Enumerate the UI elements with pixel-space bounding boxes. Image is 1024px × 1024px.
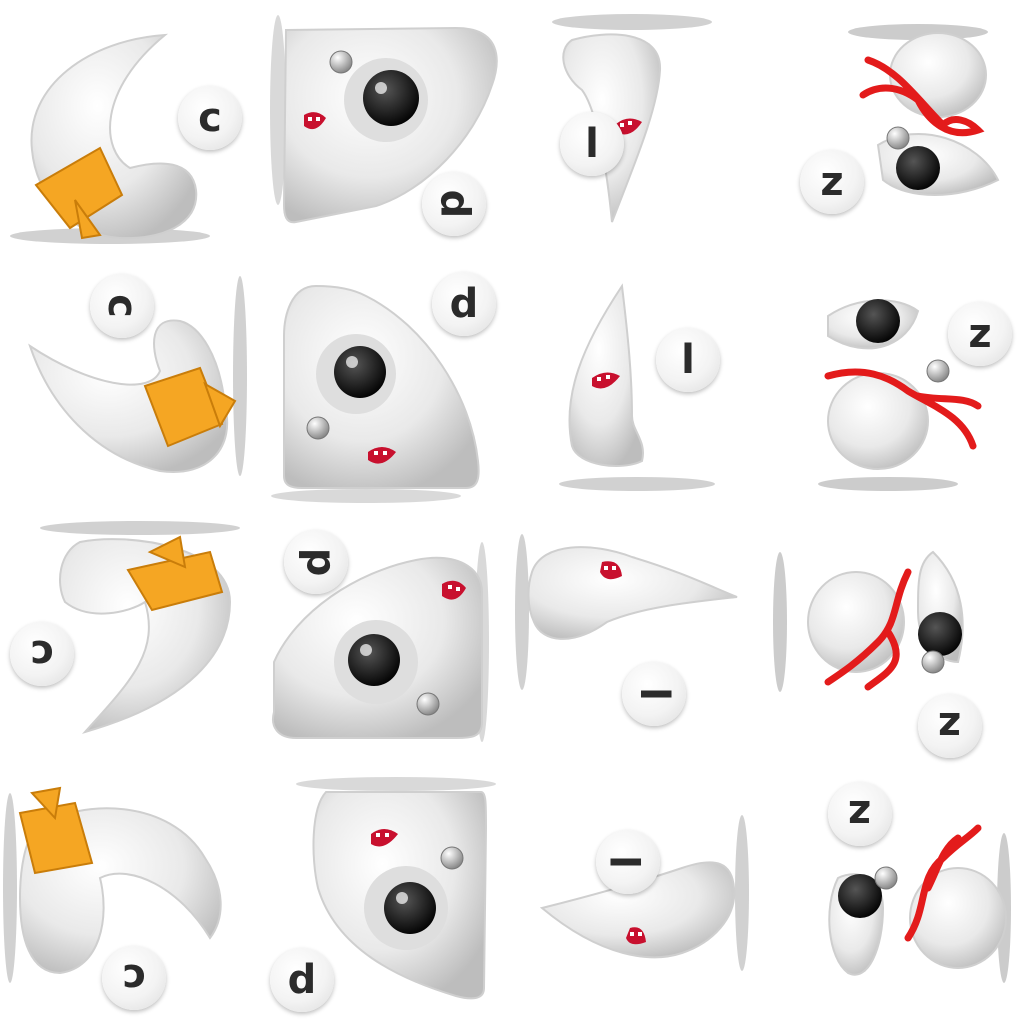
sprite-d-r1: d xyxy=(256,256,512,512)
letter-bubble: z xyxy=(800,150,864,214)
z-character-art xyxy=(773,550,964,692)
letter-glyph: l xyxy=(605,855,651,869)
l-character-art xyxy=(552,14,712,223)
letter-bubble: d xyxy=(270,948,334,1012)
letter-bubble: c xyxy=(90,274,154,338)
sprite-d-r3: d xyxy=(256,768,512,1024)
c-character-art xyxy=(28,276,247,476)
letter-bubble: d xyxy=(432,272,496,336)
letter-glyph: z xyxy=(938,703,962,749)
letter-glyph: d xyxy=(287,957,317,1003)
letter-bubble: d xyxy=(422,172,486,236)
c-character-art xyxy=(3,786,222,983)
letter-glyph: c xyxy=(198,95,222,141)
sprite-l-r1: l xyxy=(512,256,768,512)
d-character-art xyxy=(270,15,498,224)
sprite-c-r0: c xyxy=(0,0,256,256)
letter-bubble: c xyxy=(178,86,242,150)
c-character-art xyxy=(40,521,240,734)
sprite-d-r2: d xyxy=(256,512,512,768)
sprite-z-r2: z xyxy=(768,512,1024,768)
letter-glyph: c xyxy=(122,955,146,1001)
letter-bubble: c xyxy=(102,946,166,1010)
sprite-l-r2: l xyxy=(512,512,768,768)
letter-bubble: l xyxy=(622,662,686,726)
letter-bubble: c xyxy=(10,622,74,686)
letter-glyph: c xyxy=(30,631,54,677)
letter-bubble: z xyxy=(828,782,892,846)
d-character-art xyxy=(272,542,489,742)
letter-bubble: l xyxy=(596,830,660,894)
z-character-art xyxy=(848,24,1000,196)
letter-glyph: l xyxy=(631,687,677,701)
sprite-c-r2: c xyxy=(0,512,256,768)
sprite-c-r1: c xyxy=(0,256,256,512)
letter-glyph: c xyxy=(99,294,145,318)
l-character-art xyxy=(515,534,738,690)
sprite-z-r1: z xyxy=(768,256,1024,512)
letter-glyph: l xyxy=(585,121,599,167)
d-character-art xyxy=(271,284,480,503)
letter-bubble: l xyxy=(560,112,624,176)
letter-glyph: z xyxy=(820,159,844,205)
l-character-art xyxy=(559,283,715,491)
l-character-art xyxy=(539,815,749,971)
letter-glyph: d xyxy=(449,281,479,327)
sprite-c-r3: c xyxy=(0,768,256,1024)
letter-glyph: d xyxy=(430,189,477,219)
c-character-art xyxy=(10,33,210,244)
letter-bubble: z xyxy=(918,694,982,758)
letter-glyph: z xyxy=(848,791,872,837)
sprite-d-r0: d xyxy=(256,0,512,256)
letter-bubble: d xyxy=(284,530,348,594)
sprite-l-r0: l xyxy=(512,0,768,256)
letter-glyph: z xyxy=(968,311,992,357)
z-character-art xyxy=(828,824,1011,983)
d-character-art xyxy=(296,777,496,1000)
letter-bubble: z xyxy=(948,302,1012,366)
z-character-art xyxy=(818,299,982,491)
sprite-l-r3: l xyxy=(512,768,768,1024)
letter-glyph: d xyxy=(292,547,339,577)
letter-glyph: l xyxy=(681,337,695,383)
sprite-z-r3: z xyxy=(768,768,1024,1024)
letter-bubble: l xyxy=(656,328,720,392)
sprite-z-r0: z xyxy=(768,0,1024,256)
